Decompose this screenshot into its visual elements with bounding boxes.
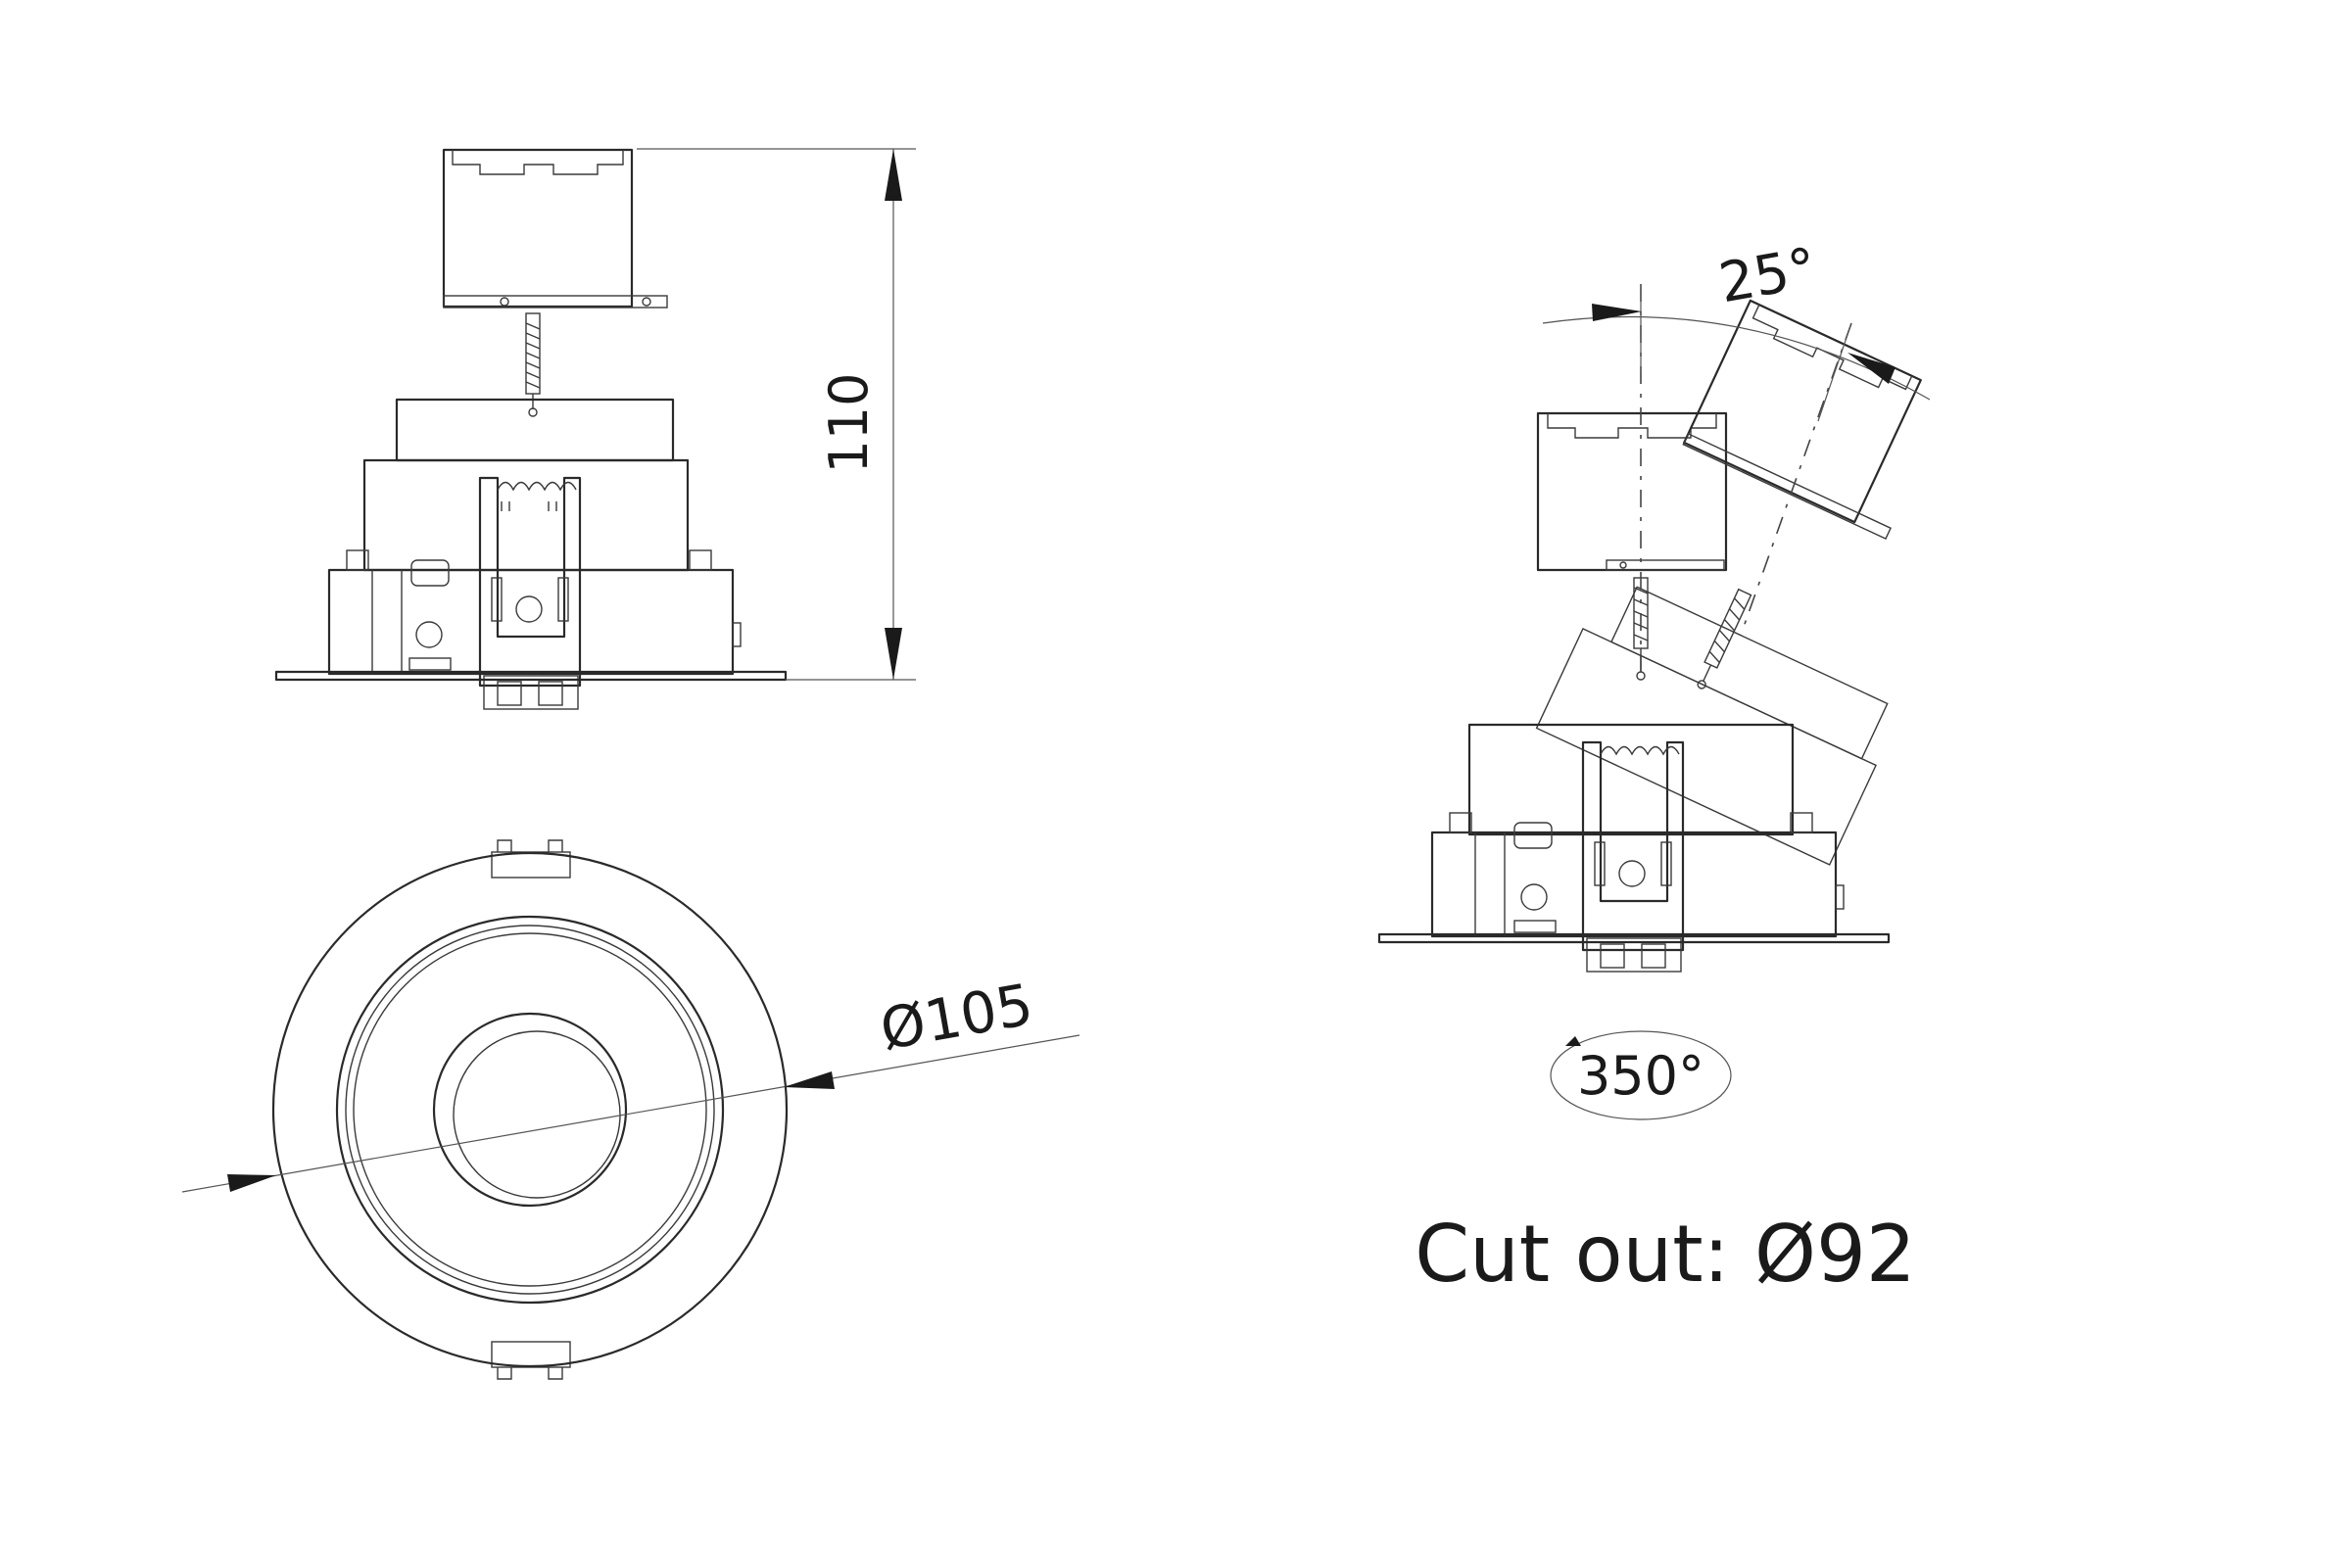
- heatsink-body-upright: [1467, 723, 1795, 836]
- housing-right: [1430, 812, 1845, 938]
- rotation-arrow-icon: [1565, 1036, 1581, 1046]
- tilted-axis: [1743, 322, 1852, 628]
- tilt-view: [1377, 284, 1922, 973]
- cutout-label: Cut out: Ø92: [1415, 1209, 1916, 1300]
- side-view: [274, 148, 788, 710]
- arrow-head: [1847, 353, 1895, 384]
- front-view: [271, 839, 789, 1380]
- heatsink-tilted: [1535, 586, 1889, 866]
- tilt-label: 25°: [1714, 236, 1821, 315]
- driver-box-upright: [1536, 411, 1728, 572]
- arrow-head: [885, 628, 902, 680]
- cable-spring-tilted: [1697, 588, 1752, 689]
- tilt-dimension: 25°: [1542, 236, 1931, 422]
- cable-spring: [525, 312, 541, 417]
- arrow-head: [885, 149, 902, 201]
- diameter-dimension: Ø105: [181, 971, 1080, 1193]
- reflector-ring-outer: [335, 915, 725, 1305]
- reflector-ring: [345, 925, 715, 1295]
- top-clip: [491, 851, 571, 879]
- lens: [453, 1030, 621, 1199]
- spring-clip: [478, 476, 582, 710]
- bottom-clip: [491, 1341, 571, 1368]
- height-label: 110: [818, 372, 880, 473]
- reflector-ring-inner: [353, 932, 707, 1287]
- spring-clip-right: [1581, 740, 1685, 973]
- arrow-head: [1592, 304, 1642, 321]
- arrow-head: [227, 1174, 276, 1192]
- trim-flange-right: [1377, 932, 1891, 944]
- heatsink-body: [362, 458, 690, 572]
- lens-outer: [432, 1012, 628, 1208]
- driver-box: [442, 148, 668, 309]
- arrow-head: [784, 1071, 835, 1089]
- trim-flange: [274, 670, 788, 682]
- rotation-label: 350°: [1577, 1045, 1704, 1107]
- housing: [327, 549, 742, 676]
- rotation-indicator: 350°: [1550, 1030, 1732, 1120]
- outer-trim: [271, 851, 789, 1368]
- height-dimension: 110: [637, 148, 916, 681]
- diameter-label: Ø105: [876, 971, 1038, 1063]
